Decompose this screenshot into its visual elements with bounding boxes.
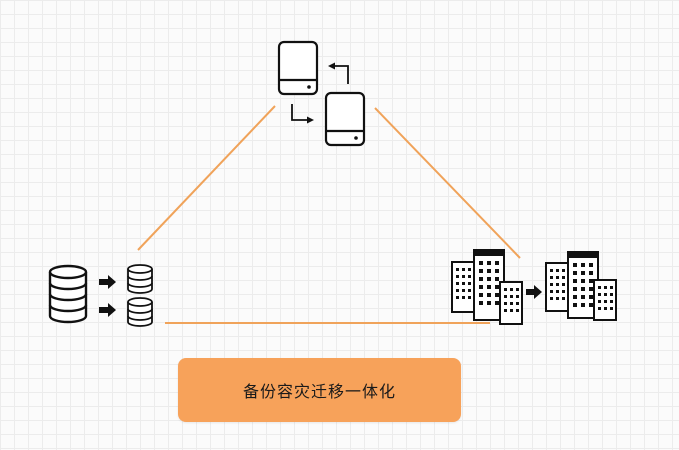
arrow-icon [99,275,116,289]
caption-text: 备份容灾迁移一体化 [242,382,396,401]
caption-box: 备份容灾迁移一体化 [178,358,461,422]
buildings-icon [451,249,523,325]
connector-right-edge [374,107,521,259]
database-backup-icon [48,264,153,327]
server-icon [324,91,366,147]
database-icon [127,297,153,327]
server-replication-icon [277,40,366,147]
connector-left-edge [137,105,276,251]
server-icon [277,40,319,96]
database-icon [127,264,153,294]
datacenter-migration-icon [451,249,617,325]
database-icon [48,264,88,324]
buildings-icon [545,251,617,321]
arrow-icon [526,285,542,299]
arrow-icon [328,62,349,84]
arrow-icon [99,303,116,317]
arrow-icon [291,104,314,124]
